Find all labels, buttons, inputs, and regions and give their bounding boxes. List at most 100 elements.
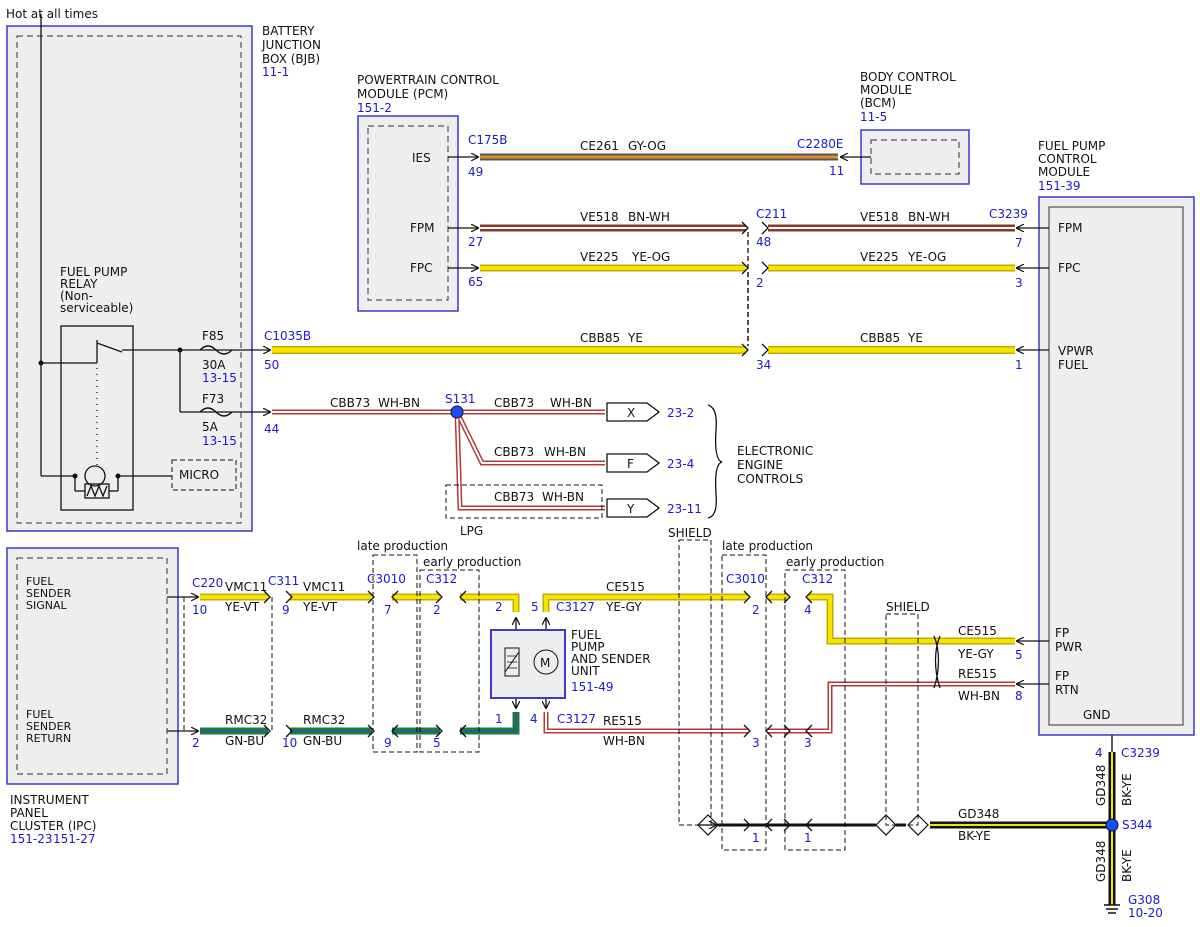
wire-label: VE518	[860, 210, 899, 224]
pin-7-c3010: 7	[384, 603, 392, 617]
wire-label: RMC32	[303, 713, 345, 727]
pin-48: 48	[756, 235, 771, 249]
fuse-f85-name: F85	[202, 329, 224, 343]
pin-4-c312-right: 4	[804, 603, 812, 617]
conn-c1035b: C1035B	[264, 329, 311, 343]
pin-11: 11	[829, 164, 844, 178]
pin-5-c312-left: 5	[433, 736, 441, 750]
conn-c2280e: C2280E	[797, 137, 844, 151]
pin-9-c3010: 9	[384, 736, 392, 750]
wire-color: BN-WH	[908, 210, 950, 224]
pin-8-fp-rtn: 8	[1015, 689, 1023, 703]
wire-color: BN-WH	[628, 210, 670, 224]
ground-g308: G308	[1128, 893, 1160, 907]
fpcm-pin-fpc: FPC	[1058, 261, 1081, 275]
wire-color: YE	[907, 331, 923, 345]
micro-box	[171, 459, 237, 491]
pin-2-c312-left: 2	[433, 603, 441, 617]
pin-44: 44	[264, 422, 279, 436]
conn-c220: C220	[192, 576, 223, 590]
conn-c3239-bottom: C3239	[1121, 746, 1160, 760]
wire-label: CBB73	[330, 396, 370, 410]
wire-label: CE261	[580, 139, 619, 153]
offpage-x-letter: X	[627, 406, 635, 420]
bcm-ref: 11-5	[860, 110, 887, 124]
wire-color: YE-GY	[957, 647, 994, 661]
pin-27: 27	[468, 235, 483, 249]
wire-label: RE515	[603, 714, 642, 728]
wire-label: VMC11	[303, 580, 345, 594]
ipc-module	[6, 547, 179, 785]
pin-7: 7	[1015, 236, 1023, 250]
splice-s131	[450, 405, 464, 419]
wire-vmc11	[200, 593, 520, 612]
wire-color: YE	[627, 331, 643, 345]
wire-color: BK-YE	[1120, 849, 1134, 882]
pin-4-gnd: 4	[1095, 746, 1103, 760]
wire-color: WH-BN	[603, 734, 645, 748]
wire-color: YE-OG	[631, 250, 670, 264]
wire-label: GD348	[1094, 841, 1108, 882]
offpage-y-ref: 23-11	[667, 502, 702, 516]
pcm-pin-fpc: FPC	[410, 261, 433, 275]
wire-color: GN-BU	[303, 734, 342, 748]
conn-c3010-left: C3010	[367, 572, 406, 586]
offpage-x-ref: 23-2	[667, 406, 694, 420]
wire-color: YE-VT	[224, 600, 260, 614]
pin-1-shield-left: 1	[752, 831, 760, 845]
shield-label-right: SHIELD	[886, 600, 930, 614]
pin-34: 34	[756, 358, 771, 372]
fuse-f85-rating: 30A	[202, 358, 226, 372]
wire-color: BK-YE	[958, 829, 991, 843]
fpcm-module	[1038, 196, 1195, 736]
pin-9-c311: 9	[282, 603, 290, 617]
wire-labels: CE261 GY-OG VE518 BN-WH VE518 BN-WH VE22…	[224, 139, 1134, 882]
late-production-left: late production	[357, 539, 448, 553]
pump-motor-label: M	[540, 656, 550, 670]
pin-3-c3010-right: 3	[752, 736, 760, 750]
wire-label: RE515	[958, 667, 997, 681]
wire-color: WH-BN	[544, 445, 586, 459]
wire-color: WH-BN	[542, 490, 584, 504]
wire-gd348	[930, 735, 1120, 914]
ipc-ref-1: 151-23	[10, 832, 53, 846]
splice-s131-label: S131	[445, 392, 476, 406]
pin-49: 49	[468, 165, 483, 179]
twisted-pair	[933, 635, 941, 689]
hot-label: Hot at all times	[6, 7, 98, 21]
wire-label: VMC11	[225, 580, 267, 594]
fpcm-pin-gnd: GND	[1083, 708, 1111, 722]
pin-arrows	[167, 157, 1049, 825]
early-production-left: early production	[423, 555, 521, 569]
pin-1-vpwr: 1	[1015, 358, 1023, 372]
wire-label: GD348	[958, 807, 999, 821]
relay-junctions	[38, 347, 183, 479]
pcm-module	[357, 115, 459, 312]
wire-label: CBB85	[580, 331, 620, 345]
micro-label: MICRO	[179, 468, 219, 482]
inline-connectors	[263, 221, 813, 832]
lpg-label: LPG	[460, 524, 483, 538]
shield-label-left: SHIELD	[668, 526, 712, 540]
wire-color: WH-BN	[378, 396, 420, 410]
pin-50: 50	[264, 358, 279, 372]
wire-label: RMC32	[225, 713, 267, 727]
late-production-right: late production	[722, 539, 813, 553]
wire-label: VE225	[860, 250, 899, 264]
offpage-f-letter: F	[627, 457, 634, 471]
offpage-arrows	[606, 402, 661, 518]
pin-2-c211: 2	[756, 276, 764, 290]
fuse-f85-ref: 13-15	[202, 371, 237, 385]
fuse-f73-ref: 13-15	[202, 434, 237, 448]
pcm-ref: 151-2	[357, 101, 392, 115]
pin-1-shield-right: 1	[804, 831, 812, 845]
